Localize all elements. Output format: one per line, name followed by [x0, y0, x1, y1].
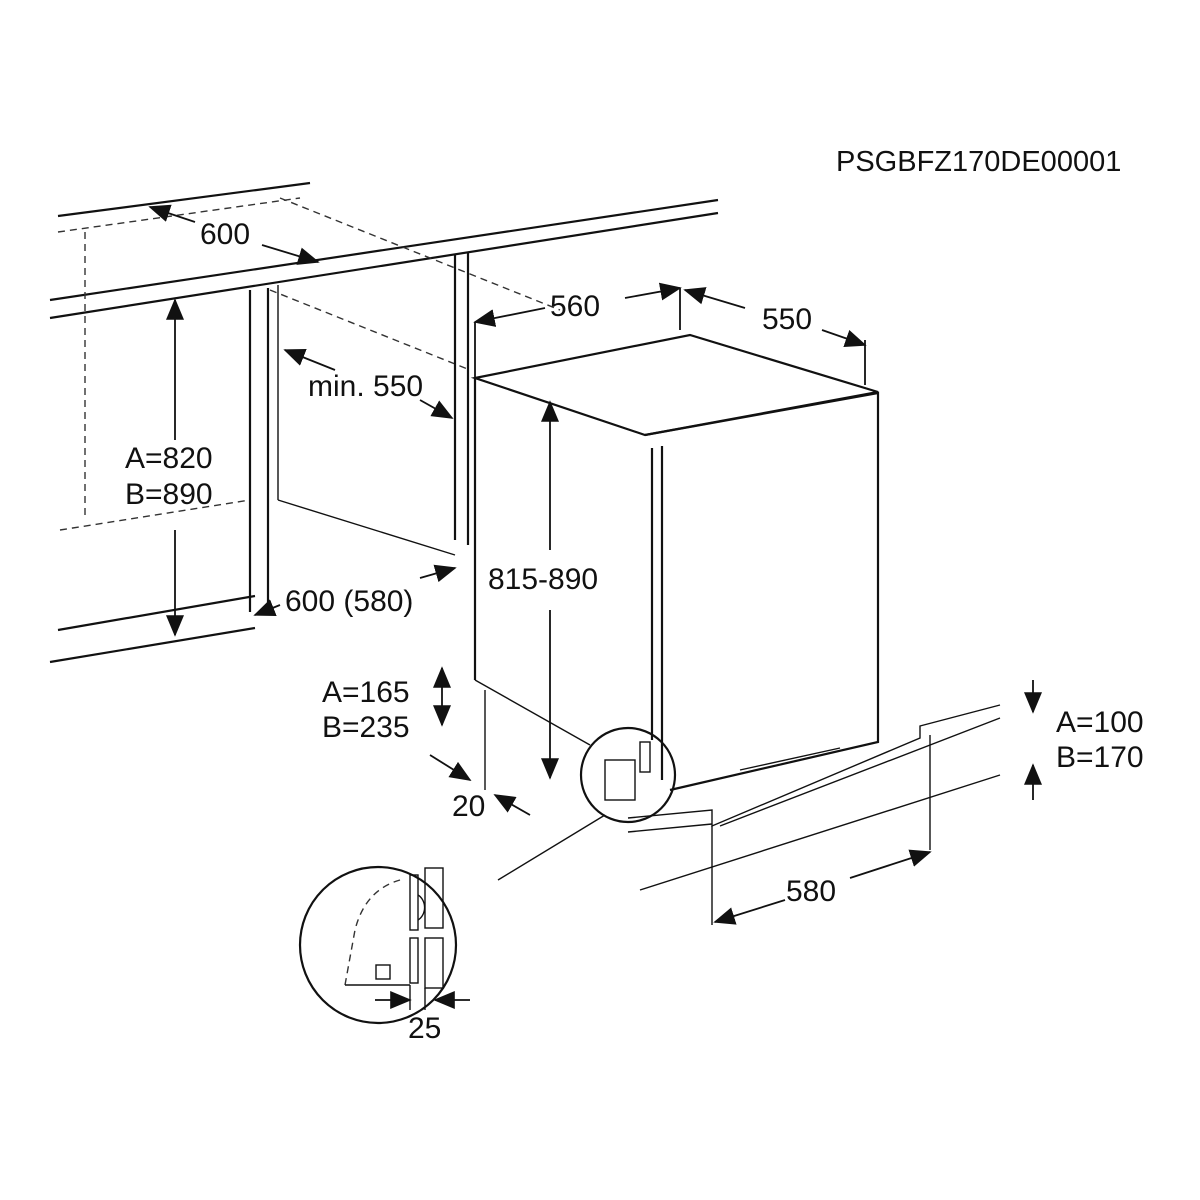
plinth-gap-a-label: A=100	[1056, 706, 1144, 739]
model-code: PSGBFZ170DE00001	[836, 146, 1122, 178]
niche-depth-label: 600 (580)	[285, 585, 414, 618]
plinth-width-label: 580	[786, 875, 837, 908]
niche-height-b-label: B=890	[125, 478, 213, 511]
plinth	[627, 704, 1001, 925]
plinth-height-a-label: A=165	[322, 676, 410, 709]
plinth-gap-b-label: B=170	[1056, 741, 1144, 774]
min-depth-label: min. 550	[308, 370, 424, 403]
dimension-lines	[148, 204, 1042, 1009]
niche-width-label: 600	[200, 218, 251, 251]
appliance-width-label: 560	[550, 290, 601, 323]
appliance	[470, 333, 880, 792]
hinge-detail	[298, 726, 677, 1025]
plinth-height-b-label: B=235	[322, 711, 410, 744]
plinth-offset-label: 20	[452, 790, 486, 823]
worktop	[49, 181, 719, 531]
appliance-height-label: 815-890	[488, 563, 599, 596]
kitchen-niche	[49, 252, 470, 664]
appliance-depth-label: 550	[762, 303, 813, 336]
niche-height-a-label: A=820	[125, 442, 213, 475]
hinge-gap-label: 25	[408, 1012, 442, 1045]
